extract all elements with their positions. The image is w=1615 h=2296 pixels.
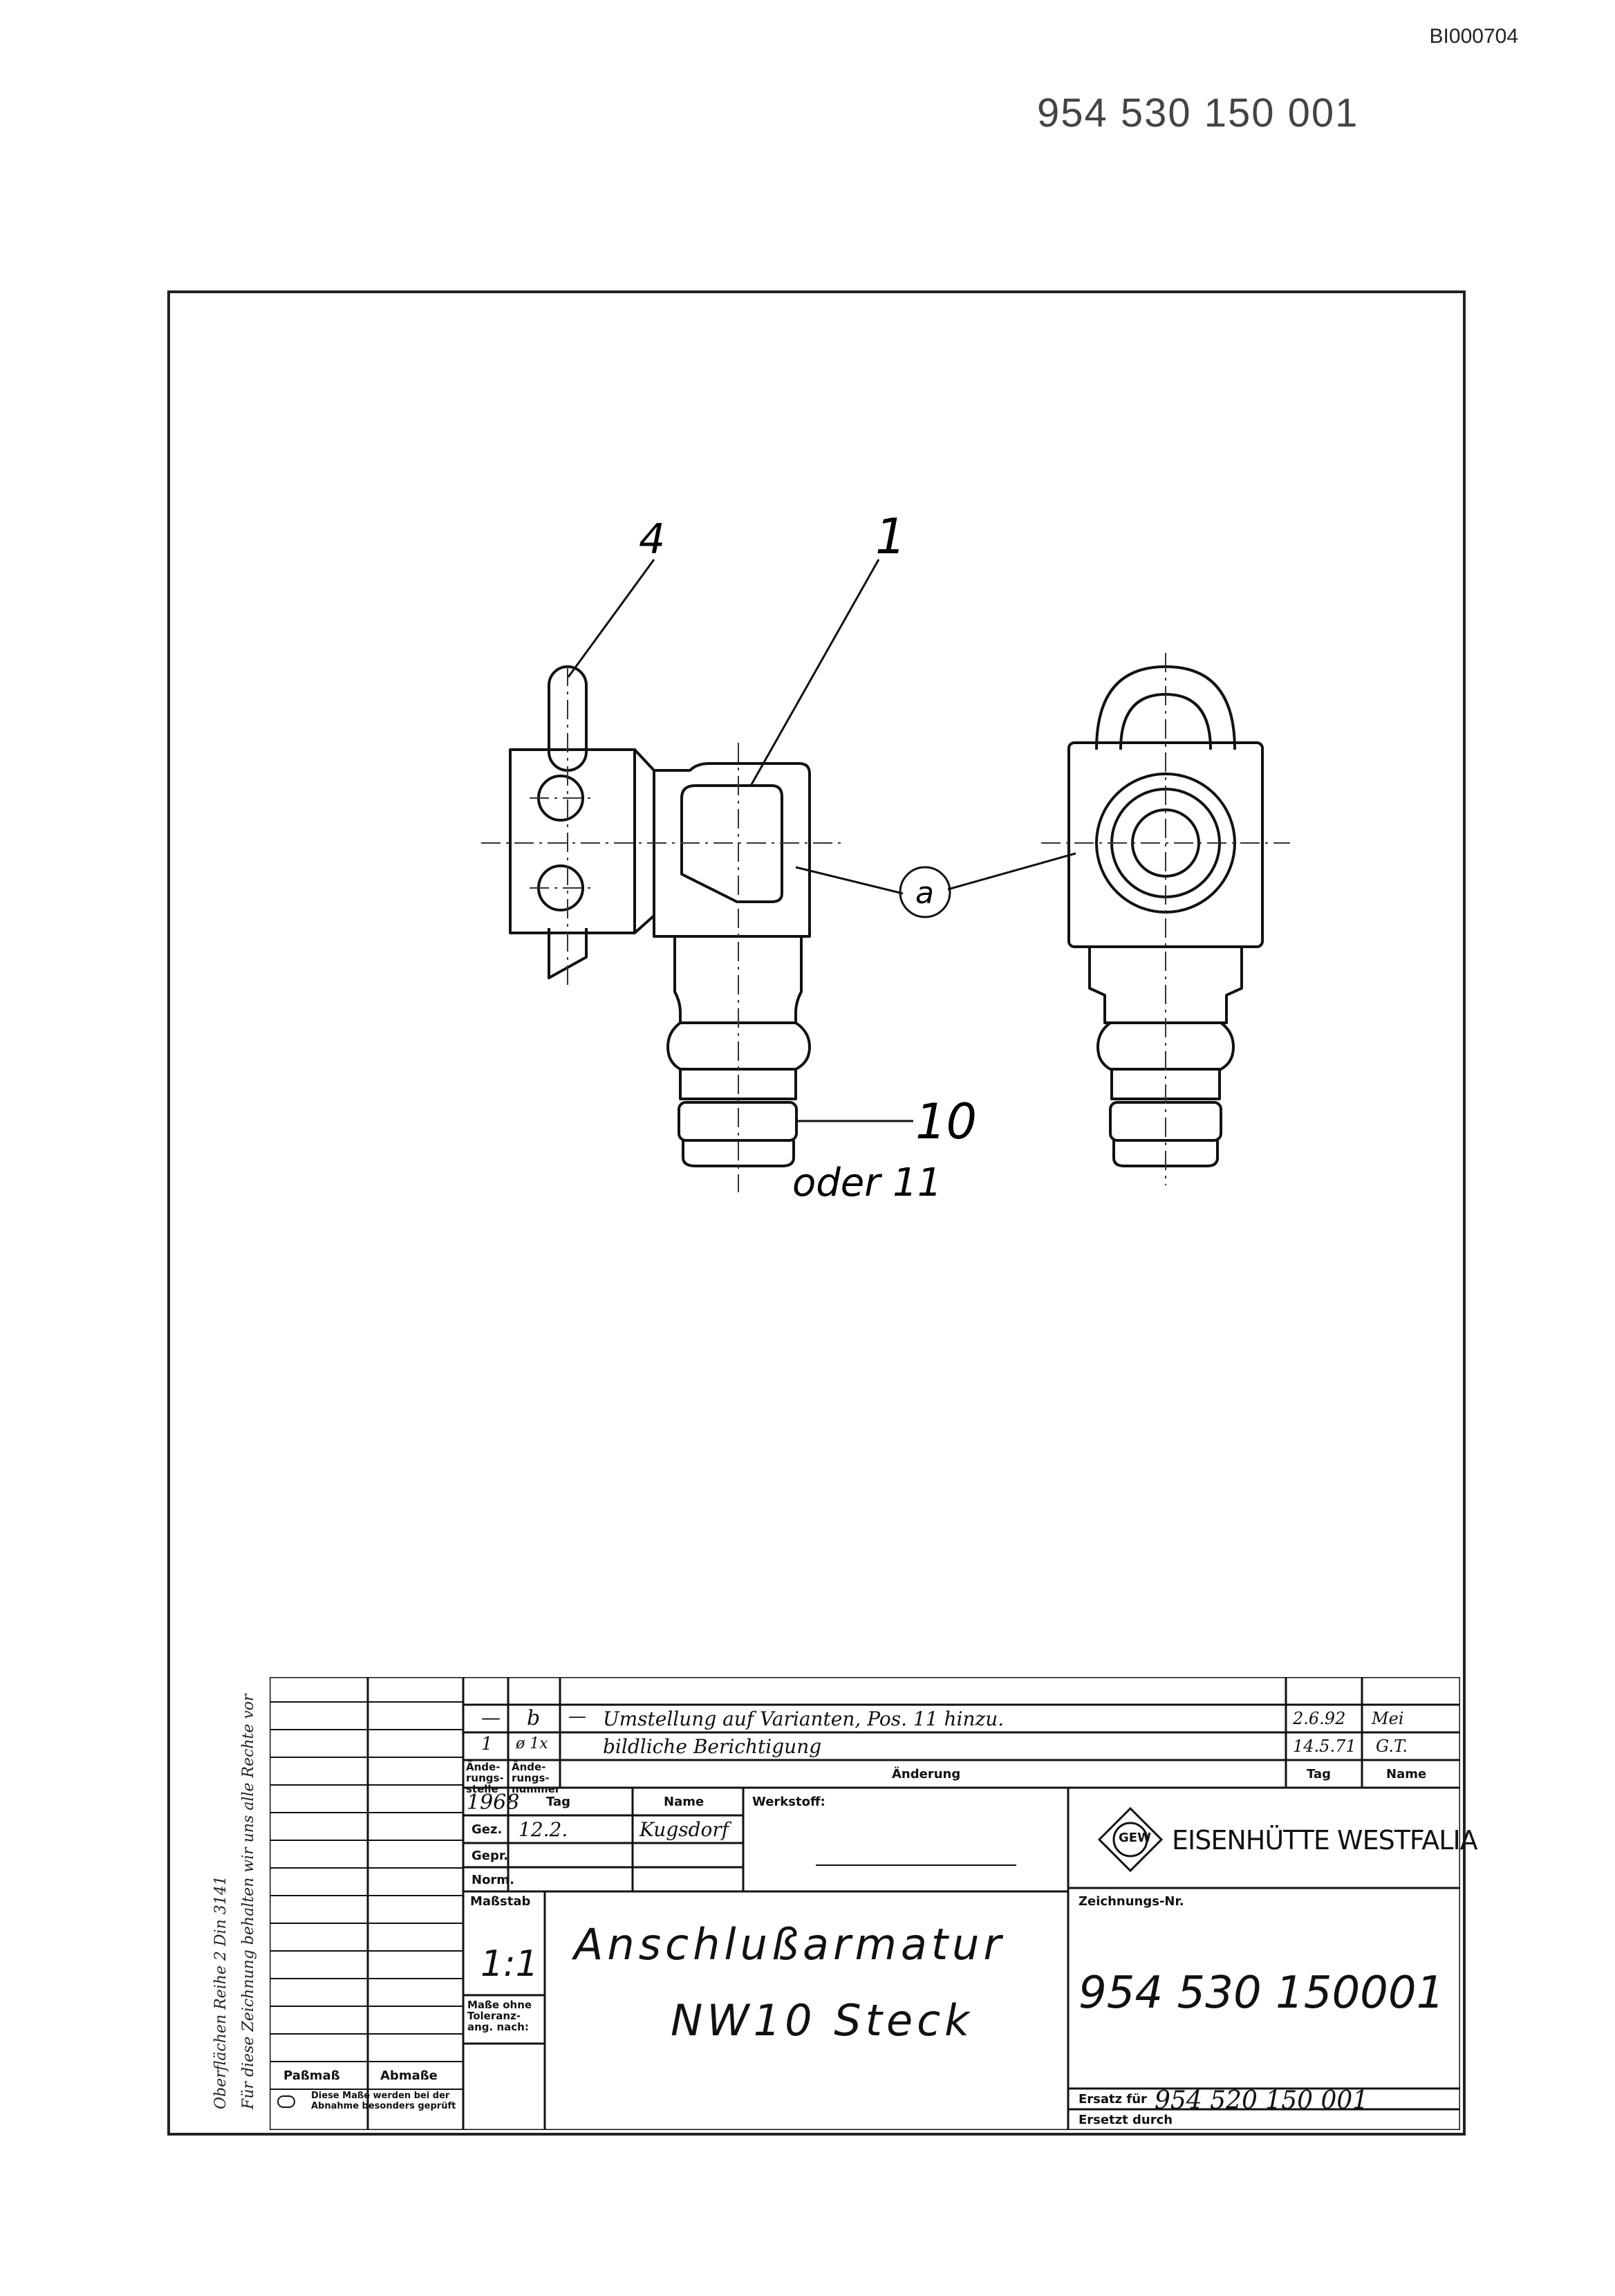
check-dev-label: Abmaße — [380, 2068, 438, 2083]
rev-header-col2: Ände-rungs-nummer — [512, 1761, 561, 1795]
rev2-change-no: ø 1x — [516, 1735, 548, 1752]
replaces-label: Ersatz für — [1079, 2092, 1147, 2107]
scale-value: 1:1 — [480, 1943, 539, 1985]
document-id: BI000704 — [1429, 25, 1518, 48]
callout-oder-11: oder 11 — [792, 1160, 942, 1205]
left-step-shape — [633, 748, 655, 934]
technical-drawing: 4 1 a 10 oder 11 — [170, 293, 1460, 1669]
rev2-name: G.T. — [1376, 1737, 1408, 1756]
callout-a-circle — [899, 866, 951, 918]
process-tag-header: Tag — [546, 1795, 570, 1809]
left-block-shape — [509, 748, 636, 934]
leader-1 — [749, 559, 880, 786]
drawing-frame — [167, 290, 1466, 2136]
rev1-change-no: b — [527, 1706, 541, 1730]
callout-1: 1 — [875, 508, 906, 565]
rev2-date: 14.5.71 — [1293, 1737, 1356, 1756]
callout-10: 10 — [915, 1093, 977, 1150]
process-row2-label: Gepr. — [472, 1849, 509, 1863]
rev-header-date: Tag — [1307, 1767, 1331, 1781]
rev1-count: — — [568, 1706, 586, 1727]
rev2-description: bildliche Berichtigung — [603, 1735, 822, 1758]
drawing-no-label: Zeichnungs-Nr. — [1079, 1894, 1184, 1909]
stem-mid-shape — [679, 1069, 797, 1100]
title-block-grid — [270, 1677, 1460, 2130]
tolerance-label: Maße ohne Toleranz-ang. nach: — [467, 1999, 532, 2033]
rev2-mark: 1 — [481, 1734, 493, 1755]
company-name: EISENHÜTTE WESTFALIA — [1172, 1825, 1478, 1855]
process-row1-tag: 12.2. — [519, 1818, 568, 1841]
note-box-text: Diese Maße werden bei der Abnahme besond… — [311, 2091, 456, 2111]
rev1-description: Umstellung auf Varianten, Pos. 11 hinzu. — [603, 1707, 1005, 1730]
side-note: Oberflächen Reihe 2 Din 3141 Für diese Z… — [207, 1625, 263, 2109]
logo-letters: GEW — [1119, 1831, 1151, 1845]
leader-a-left — [795, 866, 904, 895]
leader-4 — [567, 559, 655, 678]
side-note-line2: Für diese Zeichnung behalten wir uns all… — [240, 1694, 257, 2109]
drawing-number: 954 530 150001 — [1079, 1968, 1445, 2019]
process-row1-label: Gez. — [472, 1822, 503, 1837]
replaces-number: 954 520 150 001 — [1155, 2086, 1369, 2115]
leader-a-right — [947, 852, 1076, 891]
rev1-name: Mei — [1372, 1709, 1404, 1728]
process-row3-label: Norm. — [472, 1873, 514, 1887]
scale-label: Maßstab — [470, 1894, 531, 1909]
replaced-by-label: Ersetzt durch — [1079, 2113, 1173, 2127]
part-title-line1: Anschlußarmatur — [574, 1919, 1005, 1970]
rev1-mark: — — [481, 1706, 501, 1729]
process-name-header: Name — [664, 1795, 704, 1809]
material-label: Werkstoff: — [752, 1795, 825, 1809]
callout-4: 4 — [639, 515, 665, 564]
process-year: 1968 — [467, 1790, 520, 1815]
rev-header-name: Name — [1386, 1767, 1427, 1781]
right-block-shape — [1067, 741, 1264, 948]
document-number: 954 530 150 001 — [1037, 91, 1359, 136]
callout-a: a — [915, 876, 934, 911]
title-block: — b — Umstellung auf Varianten, Pos. 11 … — [270, 1677, 1478, 2130]
housing-shape — [653, 762, 811, 938]
side-note-line1: Oberflächen Reihe 2 Din 3141 — [212, 1876, 230, 2109]
rev-header-change: Änderung — [892, 1767, 961, 1781]
housing-window-shape — [680, 784, 783, 903]
drawing-canvas: 4 1 a 10 oder 11 — [481, 508, 1290, 1205]
process-row1-name: Kugsdorf — [640, 1818, 729, 1841]
check-pass-label: Paßmaß — [283, 2068, 340, 2083]
rev-header-col1: Ände-rungs-stelle — [466, 1761, 504, 1795]
part-title-line2: NW10 Steck — [671, 1995, 974, 2046]
rev1-date: 2.6.92 — [1293, 1709, 1346, 1728]
